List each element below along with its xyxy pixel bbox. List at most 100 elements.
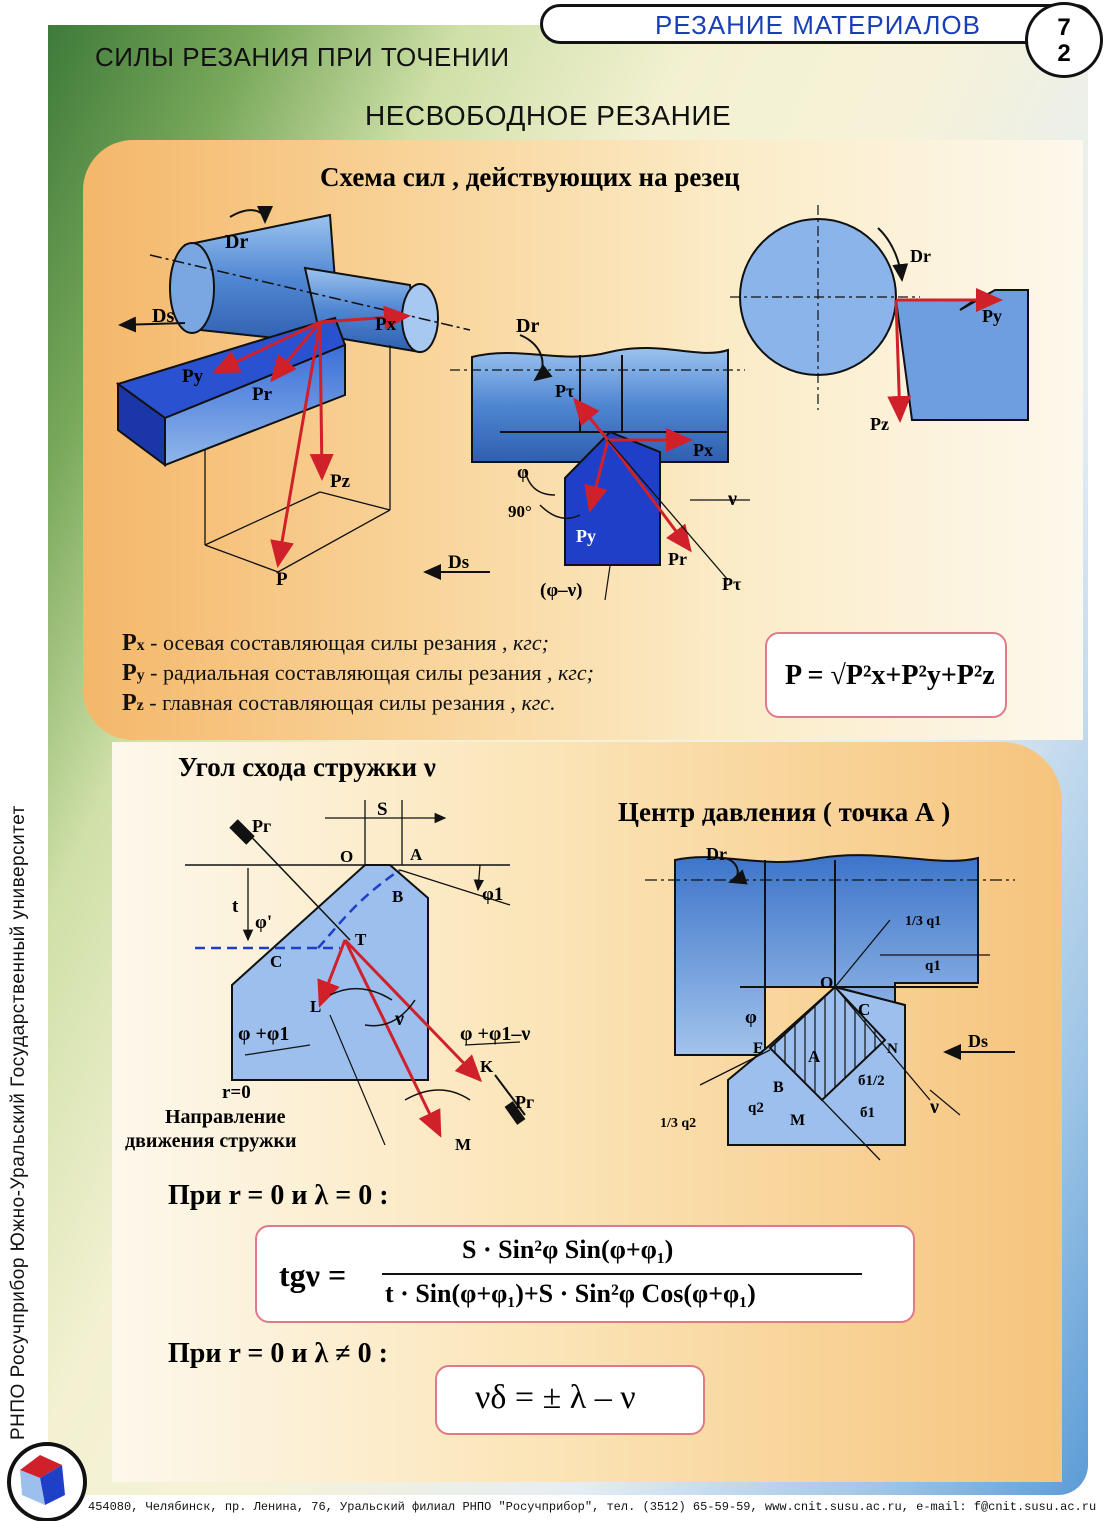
center-label-Ds: Ds <box>968 1031 988 1051</box>
iso-workpiece <box>149 205 471 354</box>
side-label-Dr: Dr <box>910 246 931 266</box>
legend-pz: Pz - главная составляющая силы резания ,… <box>122 690 556 717</box>
chip-label-dir1: Направление <box>165 1106 286 1128</box>
page-number-top: 7 <box>1057 14 1071 41</box>
side-view-diagram <box>730 205 1029 423</box>
chip-label-Pr1: Pг <box>252 816 271 836</box>
subsection-title: НЕСВОБОДНОЕ РЕЗАНИЕ <box>365 100 732 131</box>
chip-label-K: K <box>480 1057 494 1076</box>
legend-px-text: - осевая составляющая силы резания , <box>144 630 513 655</box>
fraction-bar <box>382 1273 862 1275</box>
top-label-Dr: Dr <box>516 315 539 337</box>
page-number-badge: 7 2 <box>1025 2 1103 78</box>
chip-angle-diagram <box>185 800 526 1146</box>
center-label-O: O <box>820 973 833 992</box>
center-label-q1_3: 1/3 q1 <box>905 914 941 929</box>
top-view-diagram <box>423 334 750 601</box>
center-label-phi: φ <box>745 1007 757 1028</box>
chip-label-Pr2: Pг <box>515 1092 534 1112</box>
chip-label-phi1: φ1 <box>482 884 503 905</box>
side-label-Pz: Pz <box>870 414 889 434</box>
center-label-q1: q1 <box>925 958 941 974</box>
page-number-bottom: 2 <box>1057 40 1071 67</box>
legend-pz-sym: P <box>122 690 137 716</box>
legend-py-sym: P <box>122 660 137 686</box>
tg-nu-lhs: tgν = <box>279 1257 347 1293</box>
legend-pz-unit: кгс. <box>521 690 556 715</box>
chip-angle-title: Угол схода стружки ν <box>178 752 436 782</box>
center-label-B: B <box>773 1079 784 1096</box>
center-label-b1_2: б1/2 <box>858 1073 885 1089</box>
side-label-Py: Py <box>982 306 1002 326</box>
center-label-C: C <box>858 1000 870 1019</box>
chip-label-dir2: движения стружки <box>125 1130 297 1152</box>
chip-label-T: T <box>355 930 367 949</box>
top-label-90: 90° <box>508 502 532 521</box>
iso-label-Pz: Pz <box>330 471 351 492</box>
iso-force-vectors <box>212 305 411 568</box>
chip-label-phip: φ' <box>255 912 272 933</box>
chip-label-r0: r=0 <box>222 1082 251 1103</box>
top-label-nu: ν <box>727 488 737 510</box>
center-label-q2: q2 <box>748 1100 764 1116</box>
center-label-E: E <box>753 1040 764 1057</box>
iso-label-Ds: Ds <box>152 305 174 327</box>
chip-label-phiphi1: φ +φ1 <box>238 1023 289 1045</box>
top-label-Pt1: Pτ <box>555 381 575 401</box>
center-label-A: A <box>808 1047 821 1066</box>
chip-label-O: O <box>340 847 353 866</box>
center-label-q2_3: 1/3 q2 <box>660 1116 696 1131</box>
nu-delta-formula-box: νδ = ± λ – ν <box>435 1365 705 1435</box>
tg-nu-denominator: t · Sin(φ+φ₁)+S · Sin²φ Cos(φ+φ₁) <box>385 1279 756 1308</box>
top-label-Py: Py <box>576 526 596 546</box>
chip-label-A: A <box>410 845 423 864</box>
subject-title: РЕЗАНИЕ МАТЕРИАЛОВ <box>655 10 981 40</box>
iso-label-Py: Py <box>182 366 204 387</box>
legend-px-unit: кгс; <box>512 630 549 655</box>
iso-force-box <box>204 345 391 573</box>
condition-1: При r = 0 и λ = 0 : <box>168 1180 389 1211</box>
pressure-center-diagram <box>645 854 1015 1161</box>
legend-py-unit: кгс; <box>558 660 594 685</box>
top-label-phi-nu: (φ–ν) <box>540 580 583 601</box>
center-label-N: N <box>887 1041 898 1057</box>
legend-pz-text: - главная составляющая силы резания , <box>143 690 522 715</box>
top-label-Pr: Pr <box>668 549 687 569</box>
legend-px-sub: x <box>136 637 145 654</box>
chip-label-M: M <box>455 1135 471 1154</box>
tg-nu-numerator: S · Sin²φ Sin(φ+φ₁) <box>462 1235 674 1264</box>
iso-label-Pr: Pr <box>252 384 273 405</box>
chip-label-t: t <box>232 896 239 917</box>
iso-label-P: P <box>276 569 288 590</box>
legend-py: Py - радиальная составляющая силы резани… <box>122 660 594 687</box>
nu-delta-formula: νδ = ± λ – ν <box>475 1379 636 1416</box>
pressure-center-title: Центр давления ( точка А ) <box>618 797 951 827</box>
chip-label-nu: ν <box>394 1008 404 1030</box>
top-label-Px: Px <box>693 440 713 460</box>
legend-py-sub: y <box>136 667 145 684</box>
logo <box>7 1442 87 1521</box>
top-label-phi: φ <box>517 462 529 483</box>
chip-and-center-diagrams: Pг S O A B φ1 t φ' T C L ν φ +φ1 φ +φ1–ν… <box>125 799 1015 1161</box>
force-scheme-title: Схема сил , действующих на резец <box>320 162 740 192</box>
legend-py-text: - радиальная составляющая силы резания , <box>144 660 558 685</box>
resultant-formula: P = √P²x+P²y+P²z <box>785 660 995 691</box>
chip-label-S: S <box>377 799 388 820</box>
iso-label-Px: Px <box>375 314 397 335</box>
center-label-M: M <box>790 1112 805 1129</box>
section-title: СИЛЫ РЕЗАНИЯ ПРИ ТОЧЕНИИ <box>95 42 510 72</box>
center-label-nu: ν <box>929 1096 939 1118</box>
condition-2: При r = 0 и λ ≠ 0 : <box>168 1338 388 1369</box>
chip-label-C: C <box>270 952 282 971</box>
chip-label-L: L <box>310 997 321 1016</box>
legend-px-sym: P <box>122 630 137 656</box>
top-label-Ds: Ds <box>448 552 469 573</box>
center-label-b1: б1 <box>860 1105 875 1121</box>
legend-px: Px - осевая составляющая силы резания , … <box>122 630 549 657</box>
force-scheme-diagrams: Dr Ds Px Py Pr Pz P Dr Pτ Px φ 90° ν Py … <box>115 205 1029 601</box>
footer-contacts: 454080, Челябинск, пр. Ленина, 76, Ураль… <box>88 1500 1097 1514</box>
top-label-Pt2: Pτ <box>722 574 742 594</box>
tg-nu-formula-box: tgν = S · Sin²φ Sin(φ+φ₁) t · Sin(φ+φ₁)+… <box>255 1225 915 1323</box>
chip-label-B: B <box>392 887 403 906</box>
iso-tool <box>115 316 347 467</box>
